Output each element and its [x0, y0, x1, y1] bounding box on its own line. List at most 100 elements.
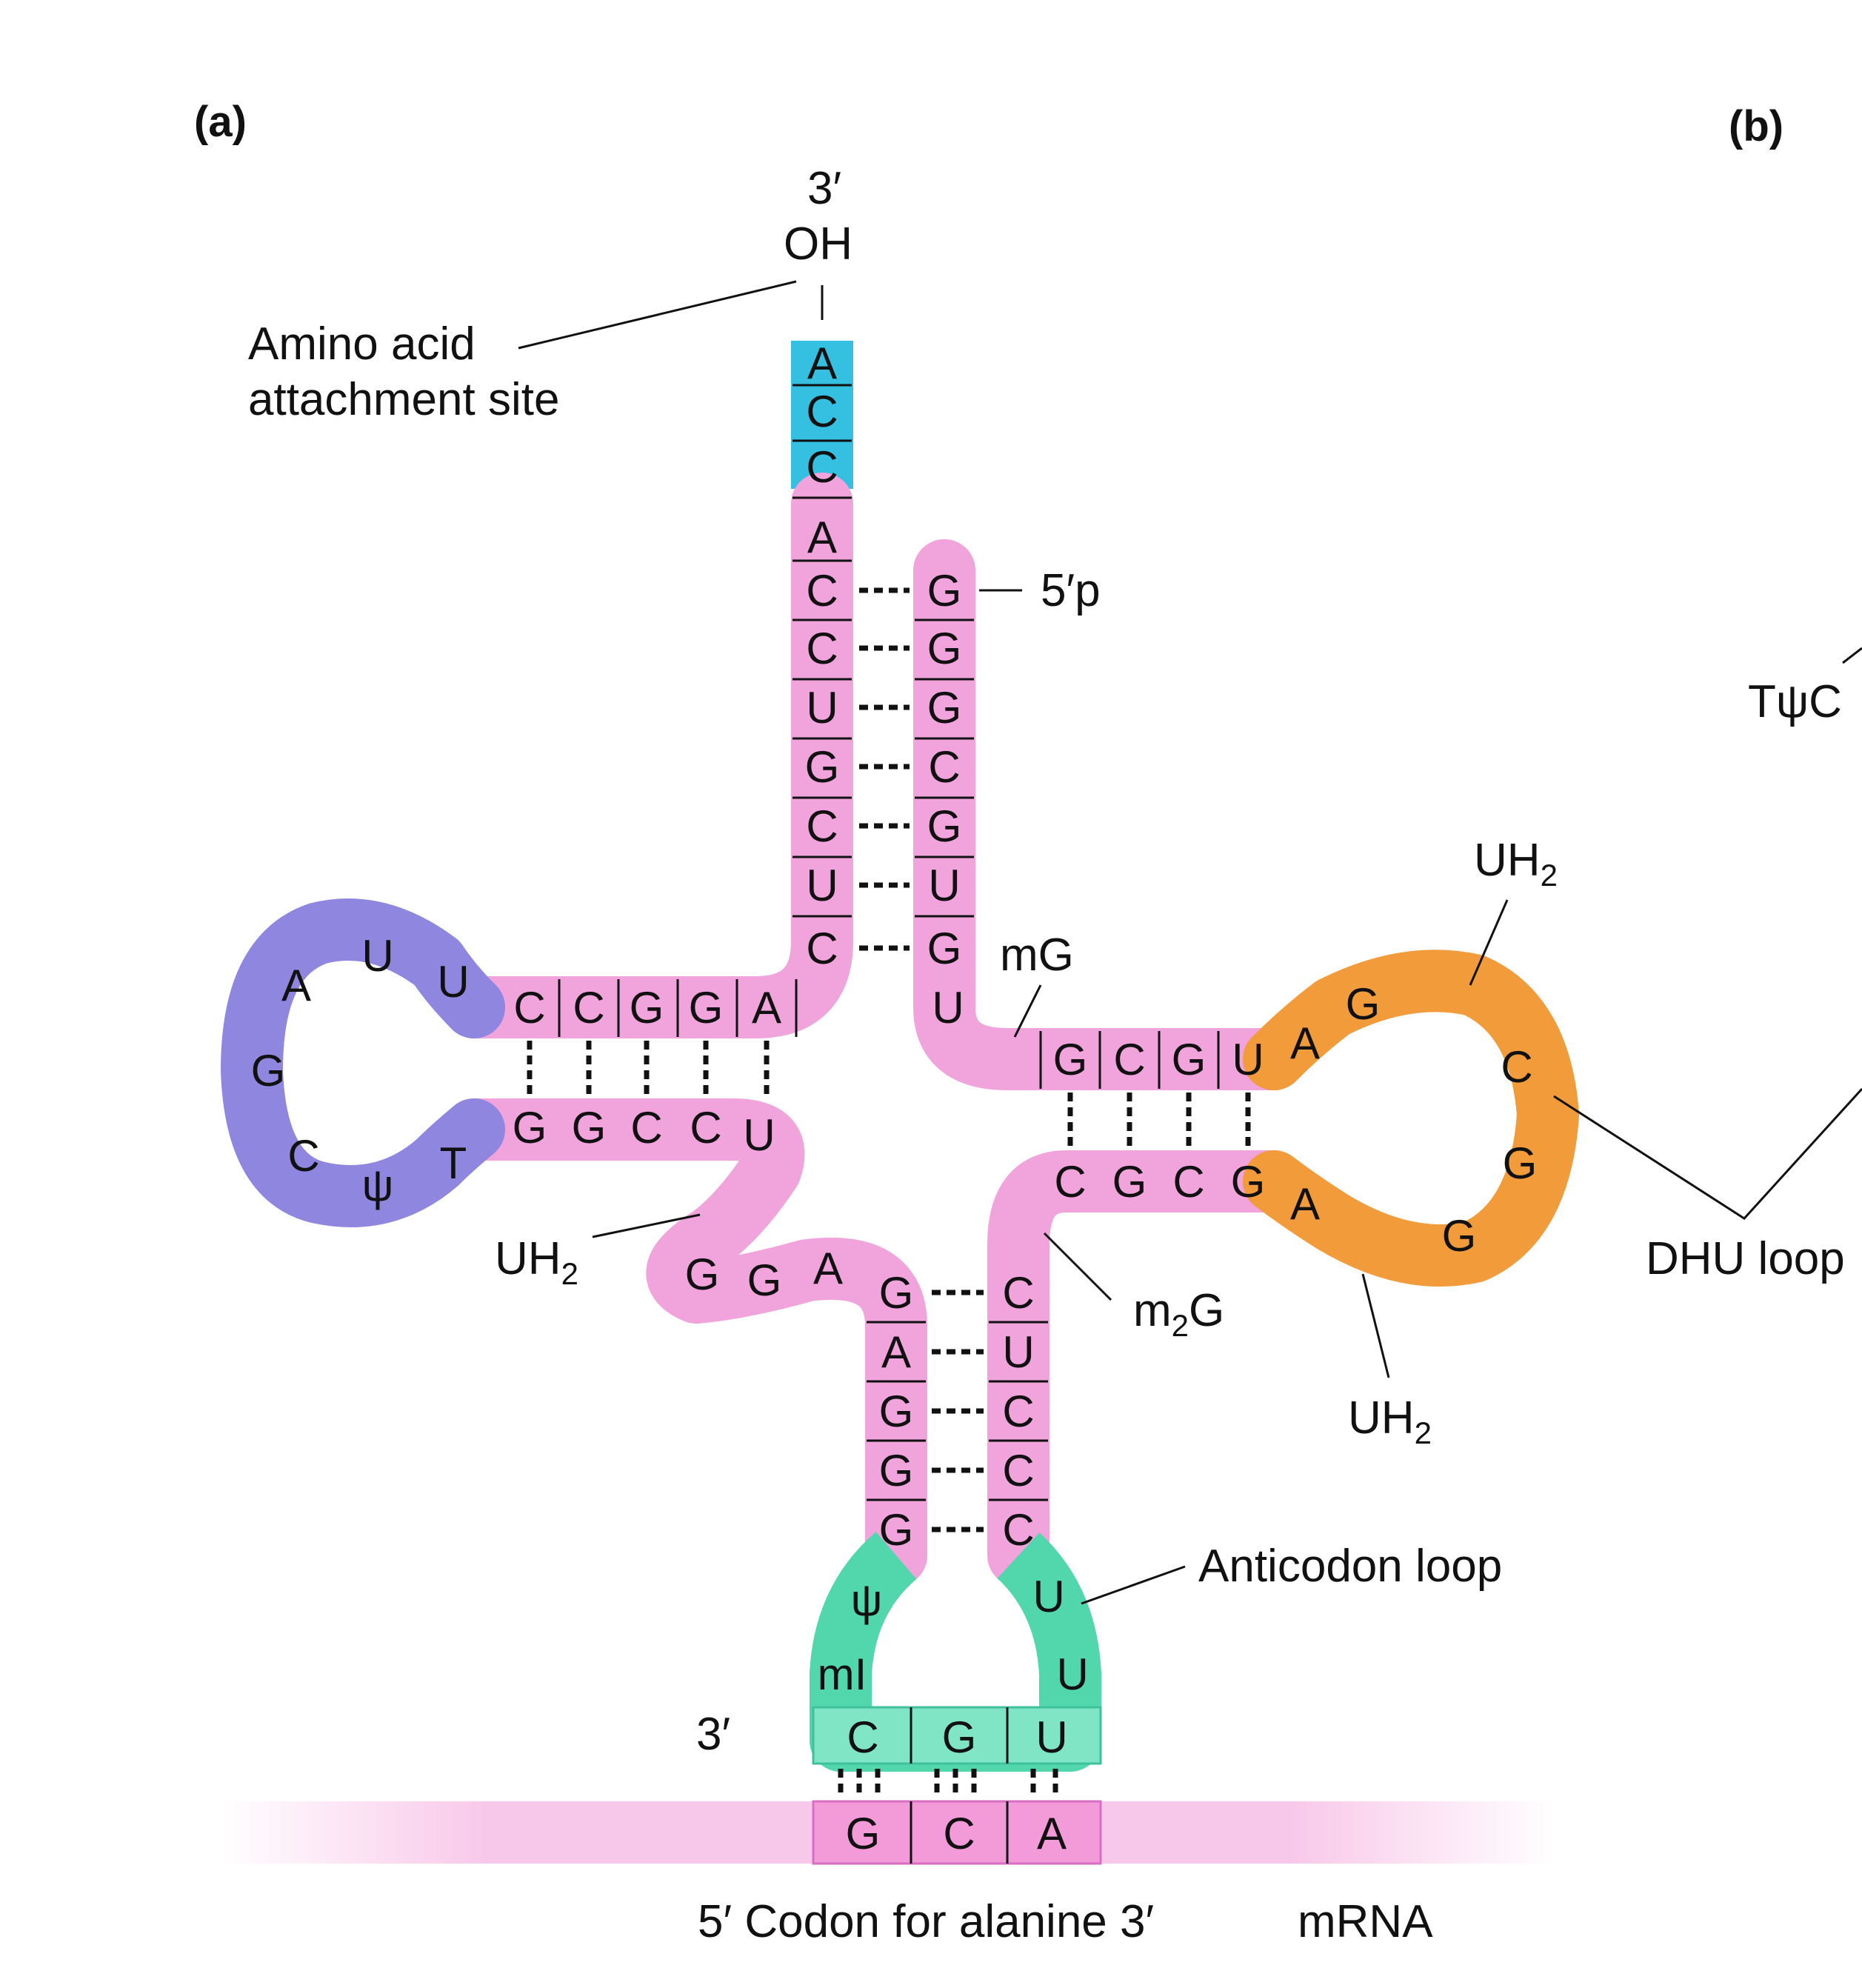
base-t-loop-4: A — [281, 961, 311, 1010]
three-prime-label: 3′ — [807, 163, 841, 214]
base-acceptor-3prime-strand-1: C — [806, 566, 838, 616]
tpsic-pointer — [1842, 647, 1862, 664]
anticodon-three-prime-label: 3′ — [696, 1709, 730, 1760]
base-after-acceptor-0: U — [932, 983, 964, 1033]
base-acceptor-5prime-strand-4: G — [927, 801, 962, 851]
labels: 3′ OH Amino acid attachment site 5′p mG … — [248, 163, 1862, 1947]
uh2-bottom-label: UH2 — [1348, 1392, 1432, 1450]
base-acceptor-end-0: A — [807, 338, 837, 388]
uh2-top-pointer — [1469, 899, 1509, 986]
base-anticodon-loop-5: mI — [818, 1650, 867, 1699]
base-t-loop-6: U — [437, 957, 469, 1007]
base-anticodon-stem-right-0: C — [1002, 1268, 1034, 1318]
uh2-top-sub: 2 — [1541, 858, 1558, 893]
acceptor-5prime-strand-tube — [913, 539, 1305, 1090]
uh2-left-uh: UH — [495, 1233, 561, 1284]
base-acceptor-5prime-strand-1: G — [927, 624, 962, 673]
base-anticodon-2: U — [1035, 1712, 1067, 1762]
uh2-bottom-pointer — [1361, 1273, 1390, 1378]
base-t-stem-bottom-3: C — [690, 1103, 721, 1153]
base-t-stem-top-2: G — [630, 983, 664, 1033]
amino-acid-pointer — [518, 280, 797, 350]
five-prime-p-label: 5′p — [1041, 565, 1101, 616]
base-anticodon-stem-right-4: C — [1002, 1505, 1034, 1555]
base-anticodon-stem-right-2: C — [1002, 1387, 1034, 1436]
base-dhu-loop-4: G — [1442, 1211, 1477, 1261]
t-bottom-strand-tube — [443, 1098, 927, 1587]
m2g-sub: 2 — [1172, 1308, 1189, 1343]
base-dhu-stem-bottom-3: G — [1231, 1157, 1266, 1207]
base-anticodon-loop-0: U — [1032, 1572, 1064, 1621]
base-anticodon-stem-left-0: G — [879, 1268, 914, 1318]
base-dhu-stem-bottom-1: G — [1112, 1157, 1147, 1207]
uh2-left-sub: 2 — [561, 1256, 578, 1291]
base-dhu-loop-1: G — [1346, 979, 1381, 1029]
base-acceptor-3prime-strand-6: U — [806, 861, 838, 910]
hydrogen-bonds — [527, 587, 1251, 1798]
base-acceptor-3prime-strand-0: A — [807, 513, 837, 562]
base-acceptor-5prime-strand-5: U — [928, 861, 960, 910]
uh2-top-uh: UH — [1474, 835, 1541, 886]
t-loop-tube — [221, 898, 505, 1227]
base-variable-loop-1: G — [747, 1255, 782, 1305]
base-t-stem-top-3: G — [689, 983, 724, 1033]
m2g-m: m — [1133, 1285, 1172, 1336]
base-anticodon-stem-left-2: G — [879, 1387, 914, 1436]
base-acceptor-5prime-strand-3: C — [928, 742, 960, 792]
base-acceptor-3prime-strand-2: C — [806, 624, 838, 673]
base-dhu-loop-5: A — [1290, 1179, 1320, 1229]
base-dhu-loop-0: A — [1290, 1018, 1320, 1068]
base-t-stem-top-1: C — [573, 983, 604, 1033]
m2g-label: m2G — [1133, 1285, 1224, 1343]
base-dhu-stem-top-0: G — [1053, 1035, 1088, 1084]
amino-acid-label-line1: Amino acid — [248, 318, 475, 370]
acceptor-3prime-strand-tube — [443, 473, 853, 1038]
base-t-stem-bottom-4: U — [743, 1110, 775, 1160]
uh2-bottom-sub: 2 — [1415, 1415, 1432, 1450]
base-anticodon-stem-left-4: G — [879, 1505, 914, 1555]
m2g-g: G — [1189, 1285, 1224, 1336]
panel-label-a: (a) — [194, 98, 247, 146]
base-anticodon-1: G — [942, 1712, 977, 1762]
amino-acid-label-line2: attachment site — [248, 374, 559, 425]
base-acceptor-end-2: C — [806, 442, 838, 492]
mg-label: mG — [1000, 930, 1074, 981]
base-variable-loop-0: G — [685, 1250, 720, 1299]
base-codon-2: A — [1037, 1809, 1067, 1858]
backbone — [221, 341, 1579, 1772]
uh2-left-label: UH2 — [495, 1233, 578, 1291]
anticodon-loop-label: Anticodon loop — [1198, 1541, 1502, 1592]
uh2-top-label: UH2 — [1474, 835, 1558, 893]
dhu-bottom-strand-tube — [987, 1150, 1305, 1587]
panel-label-b: (b) — [1729, 102, 1783, 150]
base-t-stem-top-0: C — [513, 983, 545, 1033]
base-anticodon-loop-6: ψ — [851, 1575, 883, 1625]
base-t-stem-bottom-0: G — [513, 1103, 547, 1153]
base-dhu-loop-3: G — [1503, 1138, 1538, 1188]
base-dhu-stem-top-3: U — [1232, 1035, 1264, 1084]
base-t-stem-bottom-1: G — [572, 1103, 607, 1153]
mrna-caption: 5′ Codon for alanine 3′ — [698, 1896, 1154, 1947]
base-acceptor-3prime-strand-5: C — [806, 801, 838, 851]
base-t-loop-1: ψ — [362, 1161, 394, 1210]
base-variable-loop-2: A — [813, 1244, 843, 1293]
base-codon-1: C — [943, 1809, 975, 1858]
mg-pointer — [1013, 984, 1042, 1038]
base-anticodon-loop-1: U — [1056, 1650, 1088, 1699]
base-anticodon-stem-left-3: G — [879, 1446, 914, 1495]
base-acceptor-5prime-strand-0: G — [927, 566, 962, 616]
base-acceptor-3prime-strand-4: G — [805, 742, 840, 792]
base-acceptor-5prime-strand-6: G — [927, 924, 962, 973]
base-dhu-stem-top-1: C — [1113, 1035, 1145, 1084]
codon-box — [812, 1800, 1102, 1865]
base-t-stem-bottom-2: C — [630, 1103, 662, 1153]
base-anticodon-stem-left-1: A — [881, 1327, 911, 1377]
base-t-loop-5: U — [361, 931, 393, 981]
dhu-loop-tube — [1243, 950, 1579, 1287]
uh2-bottom-uh: UH — [1348, 1392, 1415, 1444]
base-t-loop-0: T — [440, 1138, 467, 1188]
uh2-left-pointer — [592, 1213, 701, 1238]
m2g-pointer — [1043, 1232, 1112, 1301]
